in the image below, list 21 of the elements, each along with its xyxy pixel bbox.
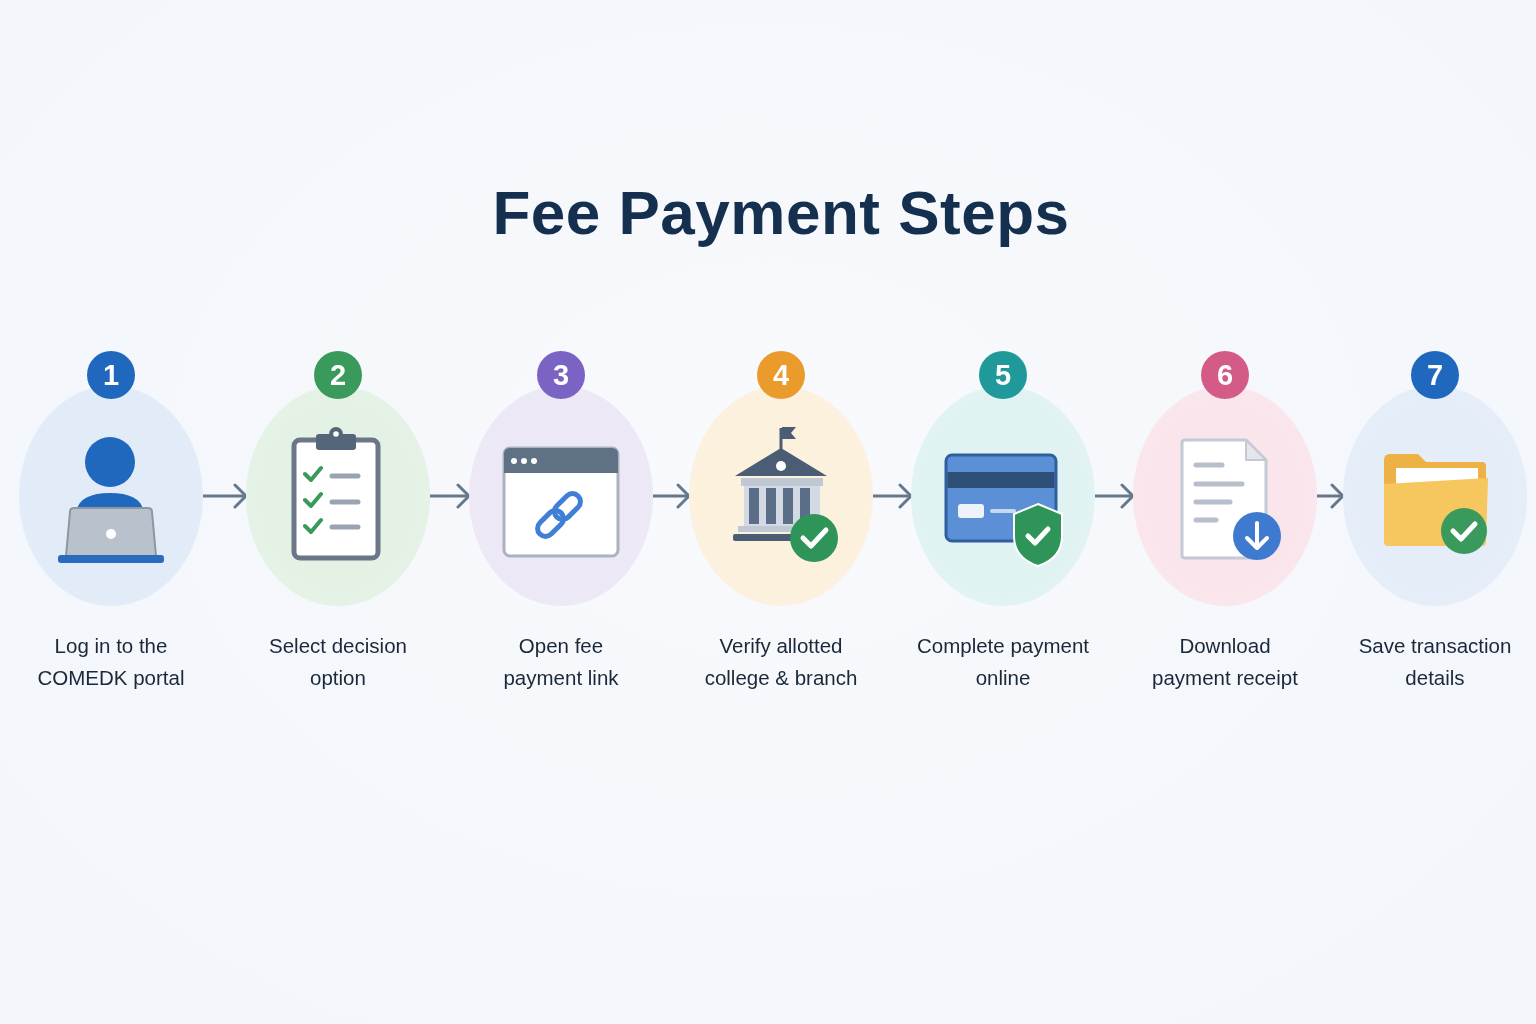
arrow [430, 483, 471, 509]
step-number: 7 [1411, 351, 1459, 399]
step-label: Download payment receipt [1151, 633, 1299, 691]
arrow [873, 483, 913, 509]
arrow [1095, 483, 1135, 509]
step-number: 3 [537, 351, 585, 399]
title: Fee Payment Steps [492, 177, 1070, 249]
step-label: Log in to the COMEDK portal [36, 633, 186, 691]
step-label: Complete payment online [915, 633, 1091, 691]
step-number: 4 [757, 351, 805, 399]
step-number: 5 [979, 351, 1027, 399]
step-number: 2 [314, 351, 362, 399]
arrow [203, 483, 248, 509]
step-label: Open fee payment link [502, 633, 620, 691]
step-number: 6 [1201, 351, 1249, 399]
step-label: Verify allotted college & branch [703, 633, 859, 691]
arrow [1317, 483, 1345, 509]
step-label: Save transaction details [1357, 633, 1513, 691]
arrow [653, 483, 691, 509]
step-label: Select decision option [268, 633, 408, 691]
step-number: 1 [87, 351, 135, 399]
